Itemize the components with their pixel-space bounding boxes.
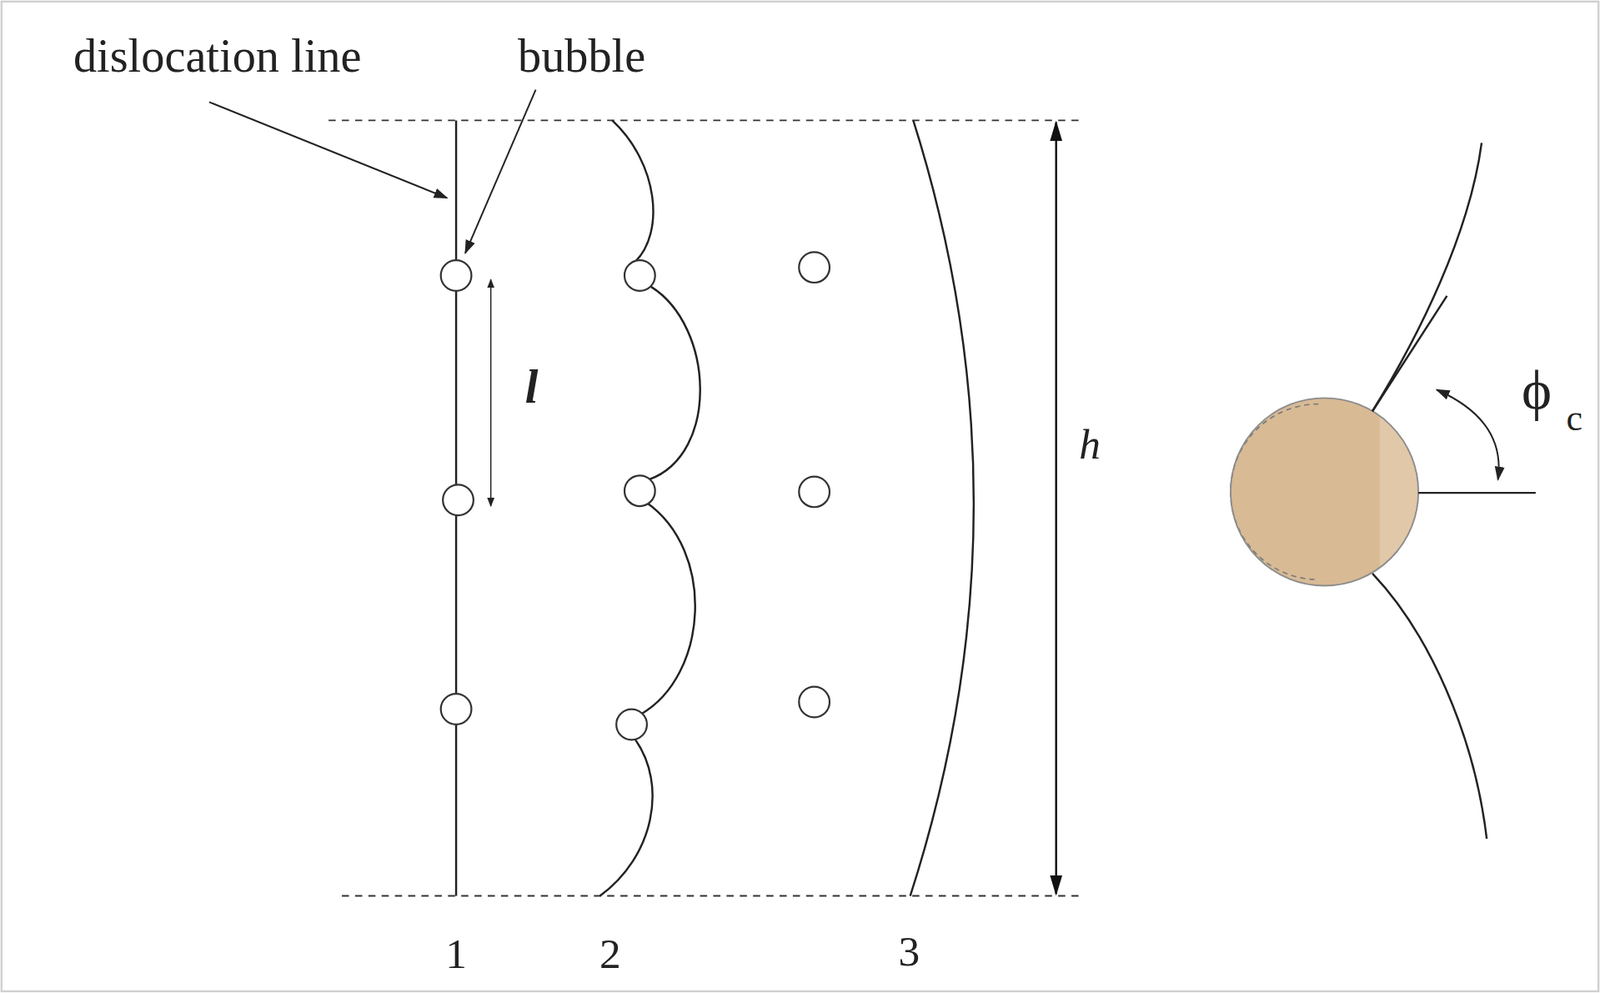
spacing-symbol: l: [525, 364, 539, 412]
leader-line: [465, 90, 536, 254]
bubble: [616, 709, 648, 741]
angle-subscript: c: [1566, 400, 1584, 437]
leader-text: bubble: [517, 32, 646, 80]
spacing-arrow: [490, 279, 492, 507]
stage-number: 1: [445, 932, 467, 976]
angle-symbol: ϕ: [1521, 361, 1552, 419]
pinned-dislocation: [1372, 142, 1482, 412]
bubble: [798, 687, 830, 718]
leader-text: dislocation line: [73, 32, 362, 80]
top-boundary: [328, 119, 1080, 121]
bowed-dislocation: [648, 286, 700, 480]
reference-line: [1418, 491, 1536, 494]
bubble: [441, 260, 472, 291]
bubble-large: [1230, 397, 1419, 586]
released-dislocation: [910, 120, 974, 896]
bubble: [798, 251, 830, 283]
dashed-bubble-outline: [1230, 404, 1319, 581]
pinned-dislocation: [1372, 573, 1487, 839]
height-arrow: [1054, 122, 1057, 894]
height-symbol: h: [1078, 422, 1101, 466]
stage-number: 2: [599, 932, 622, 976]
bottom-boundary: [341, 895, 1080, 898]
bowed-dislocation: [600, 738, 653, 896]
bubble: [442, 484, 474, 516]
bubble: [798, 476, 830, 508]
bubble-outline: [1230, 397, 1419, 586]
tangent-line: [1372, 295, 1447, 412]
bubble: [624, 260, 656, 291]
bubble-highlight: [1379, 397, 1420, 586]
leader-line: [209, 101, 447, 198]
bubble: [441, 693, 472, 725]
angle-arc: [1436, 390, 1499, 481]
bowed-dislocation: [641, 501, 696, 715]
bubble: [624, 475, 656, 507]
stage-number: 3: [898, 929, 921, 973]
bowed-dislocation: [611, 120, 653, 262]
